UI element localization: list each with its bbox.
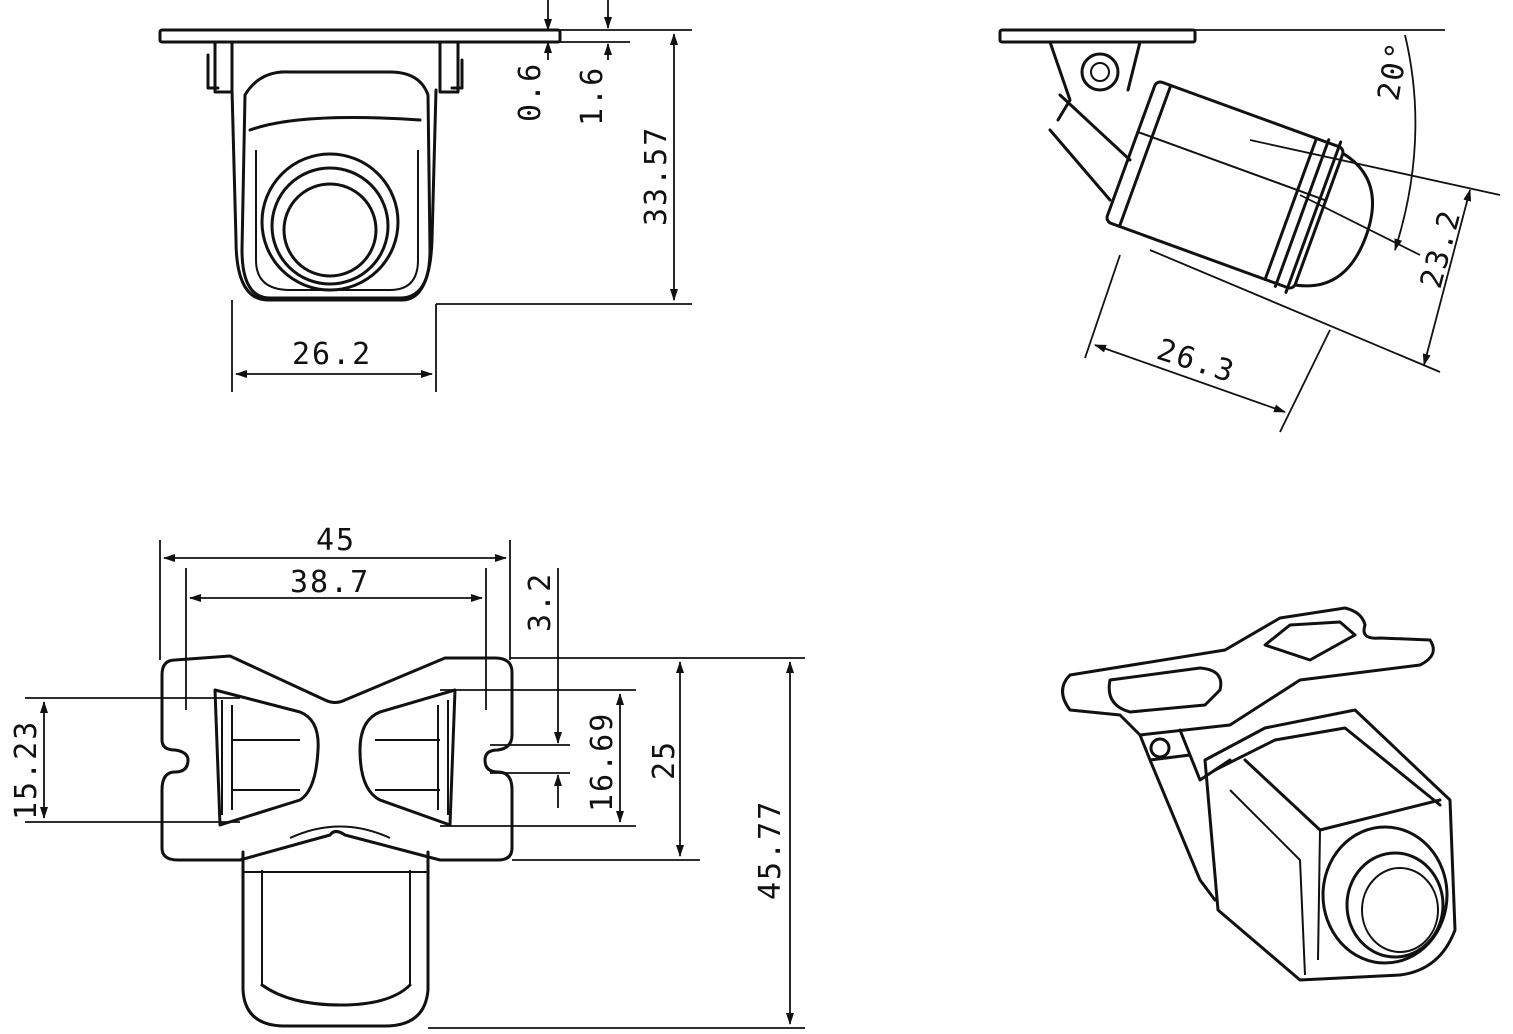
dim-angle-20: 20°	[1371, 38, 1416, 103]
dim-25: 25	[647, 740, 682, 780]
dim-26-2: 26.2	[292, 337, 372, 372]
front-lens-ring	[270, 166, 390, 286]
isometric-view	[1061, 606, 1457, 982]
iso-mount-plate	[1061, 606, 1435, 737]
top-left-cutout	[213, 688, 320, 827]
dim-23-2: 23.2	[1414, 205, 1469, 292]
front-lens-outer	[260, 152, 400, 292]
dim-38-7: 38.7	[290, 565, 370, 600]
front-mount-plate	[158, 28, 562, 44]
iso-lens-inner	[1345, 851, 1445, 959]
iso-camera-body	[1203, 708, 1457, 982]
dim-15-23: 15.23	[9, 720, 44, 820]
iso-plate-cutout-right	[1263, 620, 1357, 662]
side-screw	[1080, 52, 1120, 92]
front-camera-body	[230, 88, 438, 302]
front-view: 0.6 1.6 33.57 26.2	[158, 0, 692, 392]
front-camera-housing	[240, 70, 432, 300]
dim-16-69: 16.69	[585, 712, 620, 812]
top-camera-body	[241, 850, 430, 1028]
dim-45-77: 45.77	[753, 800, 788, 900]
side-bracket	[1048, 40, 1142, 202]
front-lens-inner	[282, 182, 378, 278]
side-camera-body	[1105, 80, 1374, 294]
dim-26-3: 26.3	[1153, 332, 1240, 390]
dim-3-2: 3.2	[523, 572, 558, 632]
top-mount-plate	[160, 654, 514, 862]
dim-0-6: 0.6	[513, 62, 548, 122]
dim-45: 45	[316, 523, 356, 558]
top-right-cutout	[358, 688, 457, 827]
top-view: 45 38.7 3.2 16.69 25 45.77 15.23	[9, 523, 805, 1029]
side-view: 20° 23.2 26.3	[998, 28, 1501, 433]
iso-lens-outer	[1321, 825, 1449, 965]
iso-plate-cutout-left	[1107, 666, 1223, 714]
dim-1-6: 1.6	[575, 66, 610, 126]
side-mount-plate	[998, 28, 1197, 44]
dim-33-57: 33.57	[639, 126, 674, 226]
front-bracket	[206, 40, 464, 94]
